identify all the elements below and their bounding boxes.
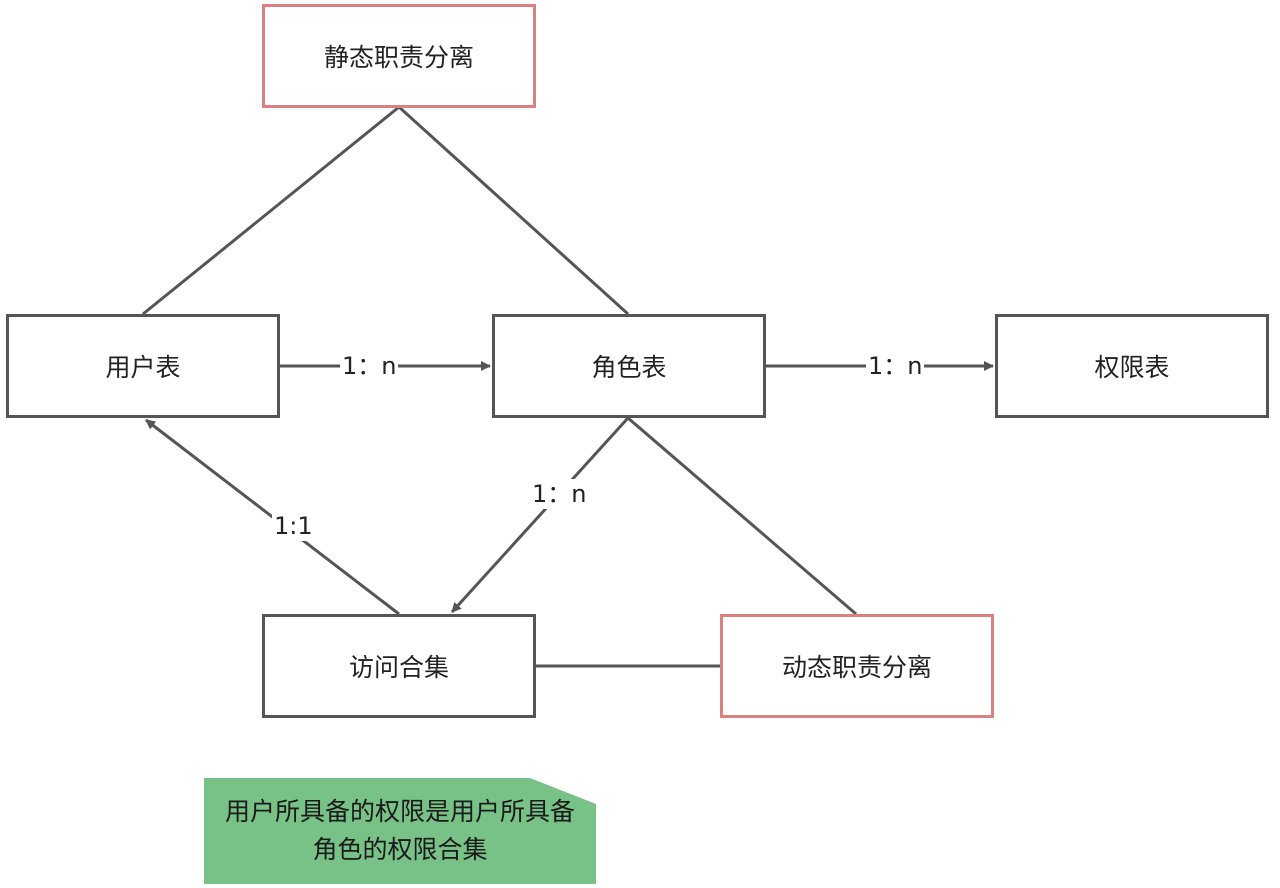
note-text: 用户所具备的权限是用户所具备角色的权限合集 xyxy=(224,797,575,864)
node-dynamic-separation-of-duties[interactable]: 动态职责分离 xyxy=(720,614,994,718)
node-user-table[interactable]: 用户表 xyxy=(6,314,280,418)
node-static-separation-of-duties[interactable]: 静态职责分离 xyxy=(262,4,536,108)
label-user-role-cardinality: 1：n xyxy=(340,351,399,381)
edge-static-to-user xyxy=(142,105,400,316)
label-role-permission-cardinality: 1：n xyxy=(866,351,925,381)
edge-role-to-dynamic xyxy=(627,416,857,616)
label-access-user-cardinality: 1:1 xyxy=(272,511,315,541)
label-role-access-cardinality: 1：n xyxy=(530,479,589,509)
note-shape: 用户所具备的权限是用户所具备角色的权限合集 xyxy=(204,778,596,884)
node-access-set[interactable]: 访问合集 xyxy=(262,614,536,718)
node-role-table[interactable]: 角色表 xyxy=(492,314,766,418)
node-permission-table[interactable]: 权限表 xyxy=(995,314,1269,418)
edge-static-to-role xyxy=(397,105,630,316)
edge-role-to-access xyxy=(450,416,630,614)
